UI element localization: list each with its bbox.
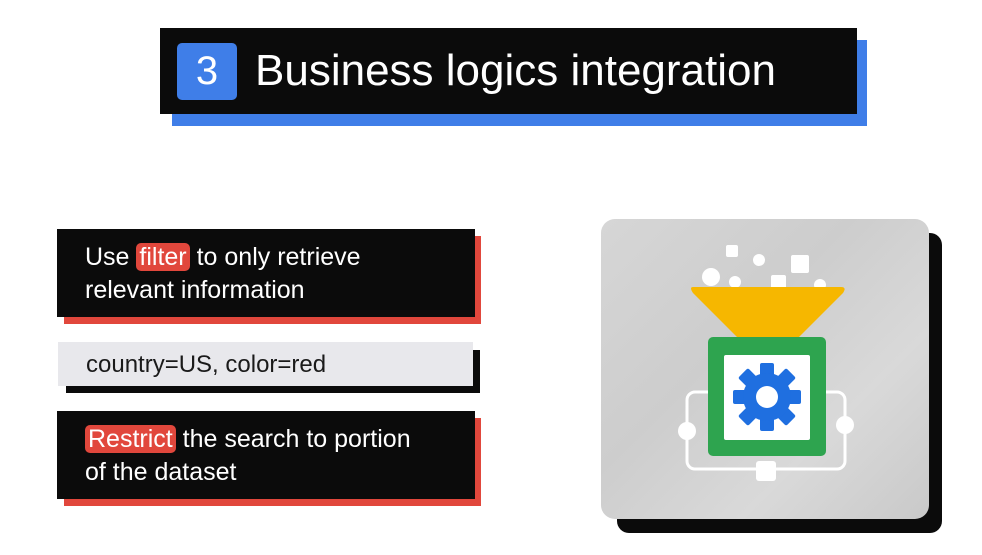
filter-card-prefix: Use [85, 243, 137, 271]
illustration-panel [601, 219, 929, 519]
gear-icon [733, 363, 801, 431]
filter-highlight: filter [136, 243, 190, 271]
restrict-card-text: Restrict the search to portion of the da… [85, 423, 411, 489]
restrict-card: Restrict the search to portion of the da… [57, 411, 475, 499]
bottom-connector-node [756, 461, 776, 481]
example-filter-text: country=US, color=red [86, 351, 327, 378]
funnel-icon [691, 287, 845, 339]
restrict-highlight: Restrict [85, 425, 176, 453]
filter-pipeline-illustration [678, 245, 854, 481]
example-card: country=US, color=red [58, 342, 473, 386]
filter-card-text: Use filter to only retrieve relevant inf… [85, 241, 361, 307]
restrict-card-line2: of the dataset [85, 458, 237, 486]
left-connector-node [678, 422, 696, 440]
restrict-card-suffix: the search to portion [175, 425, 411, 453]
right-connector-node [836, 416, 854, 434]
filter-card: Use filter to only retrieve relevant inf… [57, 229, 475, 317]
filter-card-line2: relevant information [85, 276, 305, 304]
page-title: Business logics integration [255, 46, 776, 95]
filter-card-suffix: to only retrieve [189, 243, 361, 271]
title-banner [160, 28, 857, 114]
step-number-badge: 3 [177, 43, 237, 100]
